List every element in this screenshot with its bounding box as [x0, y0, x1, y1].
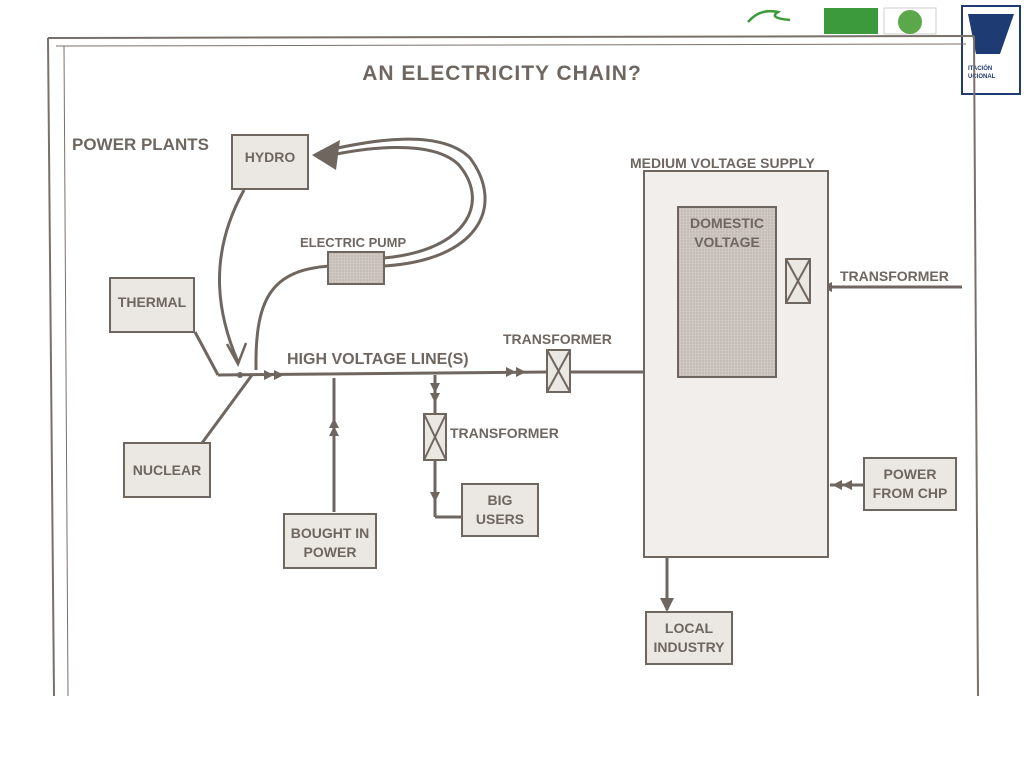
thermal-to-junction-line	[193, 331, 220, 376]
local-industry-label-line1: LOCAL	[665, 620, 714, 636]
node-nuclear: NUCLEAR	[123, 442, 211, 498]
arrowheads	[264, 140, 852, 612]
pump-loop-inner	[319, 137, 487, 268]
high-voltage-line-label: HIGH VOLTAGE LINE(S)	[287, 351, 469, 368]
big-users-down-arrow-icon	[430, 492, 440, 502]
domestic-transformer-label: TRANSFORMER	[840, 268, 949, 284]
blue-institution-mark	[968, 14, 1014, 54]
node-thermal: THERMAL	[109, 277, 195, 333]
node-hydro: HYDRO	[231, 134, 309, 190]
bought-in-label-line1: BOUGHT IN	[291, 525, 370, 541]
pump-loop-outer	[317, 145, 474, 260]
branch-down-arrow-icon-1	[430, 383, 440, 393]
main-transformer-label: TRANSFORMER	[503, 331, 612, 347]
node-big-users: BIG USERS	[461, 483, 539, 537]
green-swoosh-logo	[747, 9, 791, 23]
power-plants-label: POWER PLANTS	[72, 135, 209, 154]
domestic-label-line1: DOMESTIC	[690, 215, 764, 231]
hv-double-arrow-icon-1	[264, 370, 274, 380]
bought-in-up-arrow-icon-2	[329, 418, 339, 428]
junction-node	[237, 372, 243, 378]
domestic-transformer-icon	[785, 258, 811, 304]
domestic-label-line2: VOLTAGE	[694, 234, 760, 250]
chp-label-line1: POWER	[884, 466, 937, 482]
local-industry-arrow-icon	[660, 598, 674, 612]
chp-arrow-icon-1	[832, 480, 842, 490]
big-users-label-line1: BIG	[488, 492, 513, 508]
chp-label-line2: FROM CHP	[873, 485, 948, 501]
node-domestic-voltage: DOMESTIC VOLTAGE	[677, 206, 777, 378]
bought-in-up-arrow-icon-1	[329, 426, 339, 436]
diagram-title: AN ELECTRICITY CHAIN?	[362, 62, 642, 85]
transformer-double-arrow-icon-1	[506, 367, 516, 377]
big-users-label-line2: USERS	[476, 511, 524, 527]
electric-pump-label: ELECTRIC PUMP	[300, 235, 407, 250]
main-transformer-icon	[546, 349, 571, 393]
node-power-from-chp: POWER FROM CHP	[863, 457, 957, 511]
chp-arrow-icon-2	[842, 480, 852, 490]
logo-text-1: ITACIÓN	[968, 64, 992, 72]
thermal-label: THERMAL	[118, 294, 187, 310]
branch-transformer-icon	[423, 413, 447, 461]
bought-in-label-line2: POWER	[304, 544, 357, 560]
hydro-return-arrow-icon	[312, 140, 340, 170]
nuclear-label: NUCLEAR	[133, 462, 201, 478]
electric-pump-unit	[327, 251, 385, 285]
hydro-label: HYDRO	[245, 149, 296, 165]
branch-transformer-label: TRANSFORMER	[450, 425, 559, 441]
page-frame	[47, 35, 979, 697]
header-logos: ITACIÓN UCIONAL	[747, 5, 1021, 95]
medium-voltage-supply-label: MEDIUM VOLTAGE SUPPLY	[630, 155, 816, 171]
pump-to-line-curve	[254, 264, 331, 371]
branch-down-arrow-icon-2	[430, 393, 440, 403]
node-local-industry: LOCAL INDUSTRY	[645, 611, 733, 665]
hv-double-arrow-icon-2	[274, 370, 284, 380]
hydro-to-junction-line	[218, 189, 246, 363]
logo-text-2: UCIONAL	[968, 74, 996, 80]
green-circle-logo	[898, 10, 922, 34]
transformer-double-arrow-icon-2	[516, 367, 526, 377]
local-industry-label-line2: INDUSTRY	[653, 639, 725, 655]
hydro-down-arrow	[225, 342, 248, 367]
university-green-logo	[824, 8, 878, 34]
node-bought-in-power: BOUGHT IN POWER	[283, 513, 377, 569]
nuclear-to-junction-line	[200, 374, 254, 444]
